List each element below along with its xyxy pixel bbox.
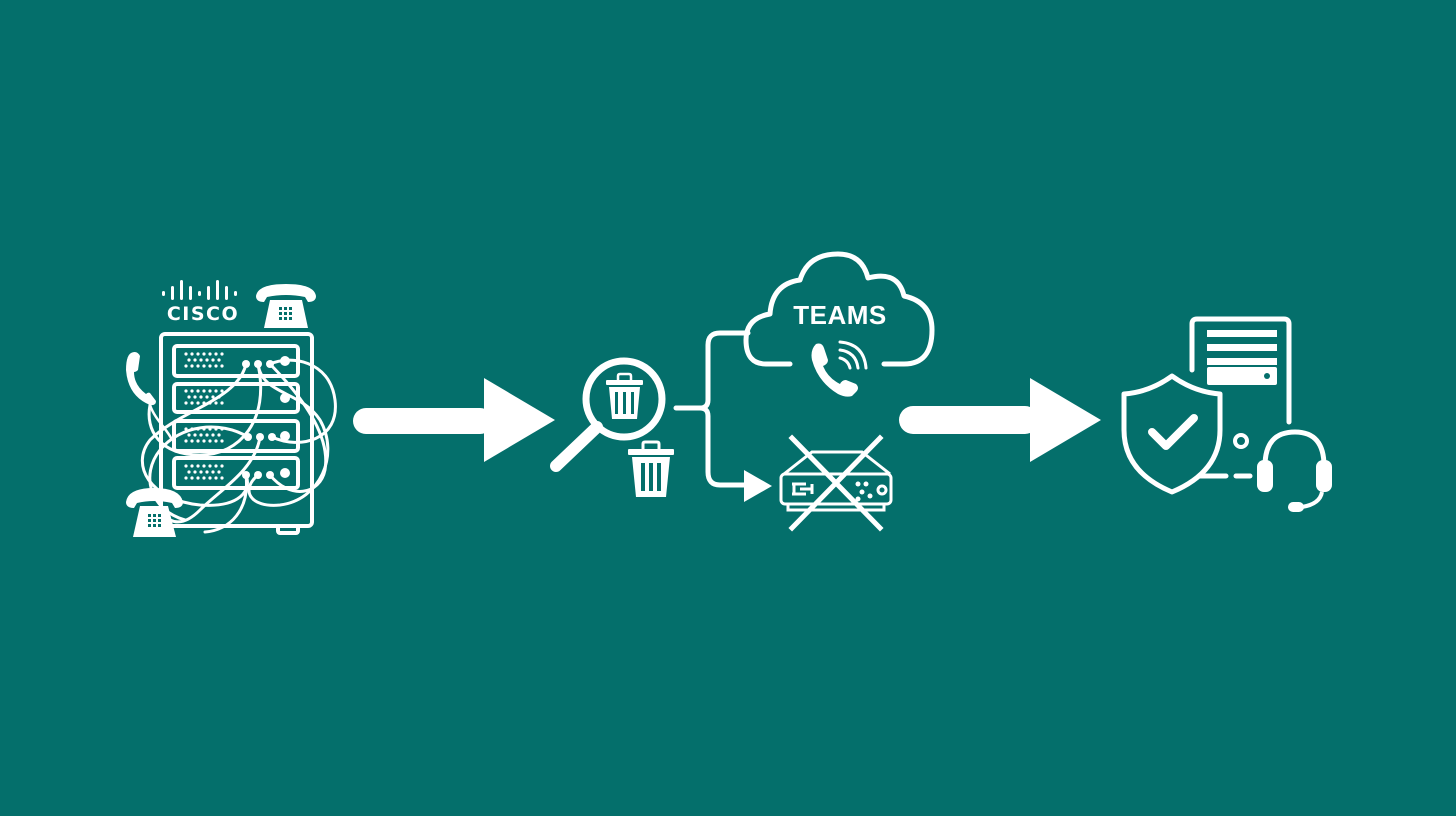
legacy-cisco-stage: [126, 280, 337, 537]
headset-icon: [1257, 429, 1332, 512]
network-appliance-icon: [779, 450, 893, 512]
appliance-led-dots: [855, 481, 873, 502]
rack-vent-dots: [184, 352, 290, 480]
decommissioned-hardware-branch: [779, 434, 893, 532]
magnifier-icon: [550, 357, 666, 472]
trash-icon: [628, 440, 674, 497]
handset-icon: [126, 352, 174, 441]
flow-arrow-2: [899, 378, 1101, 462]
phone-call-icon: [811, 340, 868, 397]
server-tower-icon: [1189, 316, 1292, 479]
branch-arrowhead: [744, 470, 772, 502]
desk-phone-icon: [126, 488, 183, 537]
teams-cloud-branch: [743, 251, 935, 397]
teams-label: TEAMS: [793, 300, 887, 330]
cloud-icon: [743, 251, 935, 367]
trash-icon: [606, 372, 643, 419]
cisco-brand-label: CISCO: [166, 303, 240, 325]
tangled-cables-icon: [140, 358, 337, 534]
flow-arrow-1: [353, 378, 555, 462]
audit-stage: [550, 357, 674, 497]
branch-connector: [673, 330, 751, 488]
cisco-logo-icon: [162, 280, 237, 300]
result-stage: [1121, 316, 1332, 512]
cross-out-icon: [788, 434, 884, 532]
desk-phone-icon: [256, 284, 316, 328]
shield-check-icon: [1121, 373, 1223, 495]
